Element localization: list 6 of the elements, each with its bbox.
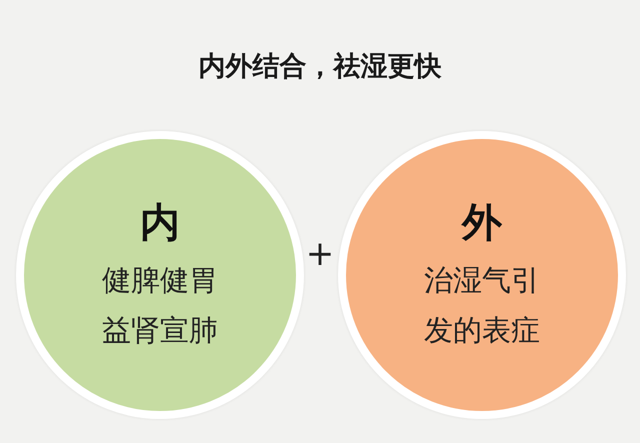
circle-heading: 内: [140, 198, 180, 248]
circle-text: 健脾健胃益肾宣肺: [100, 262, 219, 348]
plus-sign: +: [304, 234, 336, 274]
circle-heading: 外: [462, 198, 502, 248]
title: 内外结合，祛湿更快: [198, 50, 442, 84]
circle-text: 治湿气引发的表症: [422, 262, 541, 348]
